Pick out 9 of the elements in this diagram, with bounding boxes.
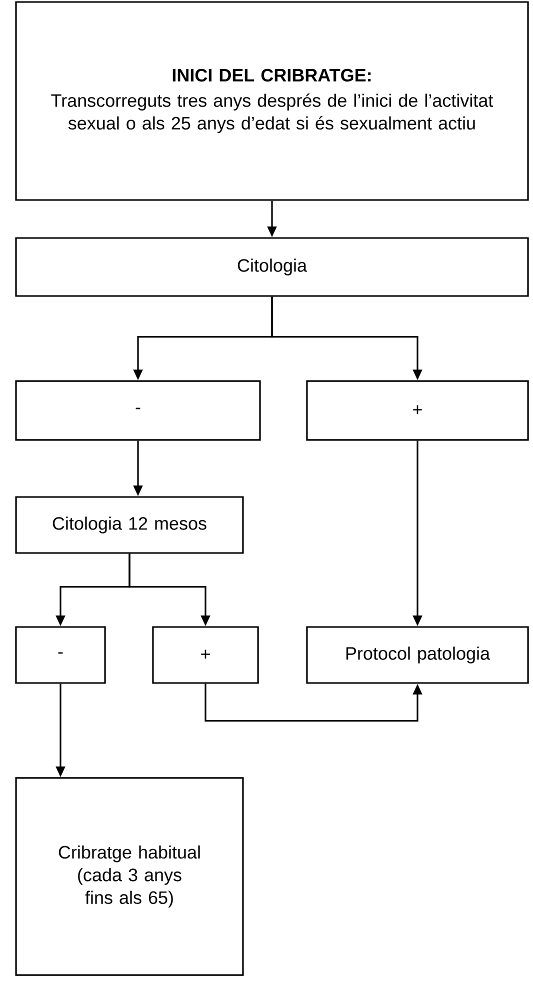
flow-box: - [15,380,261,441]
flow-box: INICI DEL CRIBRATGE: Transcorreguts tres anys després de l’inici de l’activitat sexual o als 25 anys d’edat si és sexualment actiu [15,1,529,201]
flow-box: - [15,626,106,684]
flow-box: Protocol patologia [306,626,529,684]
flow-box: + [152,626,259,684]
flow-box: + [306,380,529,441]
flow-box: Citologia 12 mesos [15,496,244,554]
flow-box: Citologia [15,237,529,297]
flow-box: Cribratge habitual (cada 3 anys fins als 65) [15,777,244,976]
